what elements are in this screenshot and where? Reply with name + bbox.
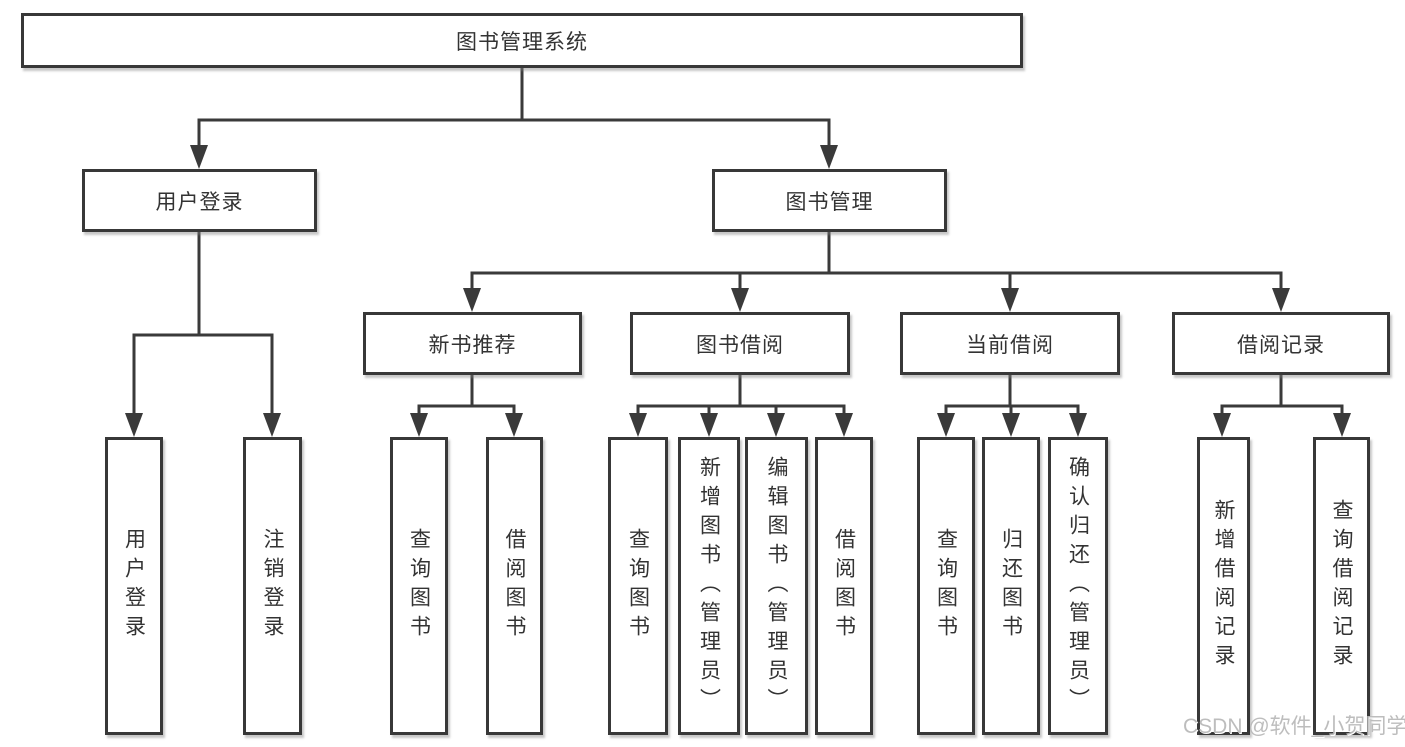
arrowhead (1001, 288, 1019, 312)
arrowhead (937, 413, 955, 437)
node-label: 注销登录 (261, 528, 284, 644)
node-book-borrow: 图书借阅 (630, 312, 850, 375)
connector-bookborrow-to-leaves (636, 375, 846, 417)
arrowhead (820, 145, 838, 169)
leaf-borrow-edit-books-admin: 编辑图书（管理员） (745, 437, 808, 735)
leaf-borrow-query-books: 查询图书 (608, 437, 668, 735)
leaf-borrow-add-books-admin: 新增图书（管理员） (678, 437, 740, 735)
arrowhead (410, 413, 428, 437)
leaf-current-return-books: 归还图书 (982, 437, 1040, 735)
arrowhead (463, 288, 481, 312)
connector-bookmgmt-to-level3 (470, 232, 1283, 292)
node-label: 查询图书 (626, 528, 650, 644)
arrowhead (263, 413, 281, 437)
leaf-borrow-borrow-books: 借阅图书 (815, 437, 873, 735)
node-label: 确认归还（管理员） (1066, 455, 1090, 717)
arrowhead (190, 145, 208, 169)
node-borrow-record: 借阅记录 (1172, 312, 1390, 375)
node-label: 新书推荐 (428, 333, 517, 357)
leaf-logout: 注销登录 (243, 437, 302, 735)
arrowhead (731, 288, 749, 312)
arrowhead (767, 413, 785, 437)
node-new-book-recommend: 新书推荐 (363, 312, 582, 375)
connector-root-to-level2 (197, 68, 831, 149)
leaf-record-add-borrow-record: 新增借阅记录 (1197, 437, 1250, 735)
arrowhead (125, 413, 143, 437)
leaf-record-query-borrow-record: 查询借阅记录 (1313, 437, 1370, 735)
node-label: 用户登录 (155, 190, 244, 214)
connector-userlogin-to-leaves (132, 232, 274, 417)
node-user-login: 用户登录 (82, 169, 317, 232)
csdn-watermark: CSDN @软件_小贺同学 (1183, 715, 1405, 738)
connector-currentborrow-to-leaves (944, 375, 1080, 417)
node-label: 借阅图书 (503, 528, 526, 644)
node-current-borrow: 当前借阅 (900, 312, 1120, 375)
arrowhead (629, 413, 647, 437)
arrowhead (700, 413, 718, 437)
node-label: 归还图书 (999, 528, 1023, 644)
node-label: 借阅图书 (832, 528, 856, 644)
leaf-current-confirm-return-admin: 确认归还（管理员） (1048, 437, 1108, 735)
node-label: 图书管理 (785, 190, 874, 214)
arrowhead (1272, 288, 1290, 312)
arrowhead (1213, 413, 1231, 437)
leaf-current-query-books: 查询图书 (917, 437, 975, 735)
node-label: 编辑图书（管理员） (765, 455, 788, 717)
node-label: 新增图书（管理员） (697, 455, 721, 717)
node-book-management: 图书管理 (712, 169, 947, 232)
node-label: 当前借阅 (966, 333, 1054, 357)
node-label: 查询借阅记录 (1330, 499, 1353, 673)
node-label: 查询图书 (407, 528, 431, 644)
node-root-library-system: 图书管理系统 (21, 13, 1023, 68)
node-label: 用户登录 (122, 528, 146, 644)
node-label: 新增借阅记录 (1212, 499, 1235, 673)
arrowhead (1333, 413, 1351, 437)
leaf-newbook-borrow-books: 借阅图书 (486, 437, 543, 735)
arrowhead (505, 413, 523, 437)
arrowhead (835, 413, 853, 437)
node-label: 图书借阅 (696, 333, 784, 357)
node-label: 查询图书 (934, 528, 958, 644)
node-label: 借阅记录 (1237, 333, 1325, 357)
leaf-user-login: 用户登录 (105, 437, 163, 735)
arrowhead (1002, 413, 1020, 437)
connector-newbook-to-leaves (417, 375, 516, 417)
arrowhead (1069, 413, 1087, 437)
leaf-newbook-query-books: 查询图书 (390, 437, 448, 735)
connector-borrowrecord-to-leaves (1220, 375, 1344, 417)
node-label: 图书管理系统 (456, 30, 588, 54)
